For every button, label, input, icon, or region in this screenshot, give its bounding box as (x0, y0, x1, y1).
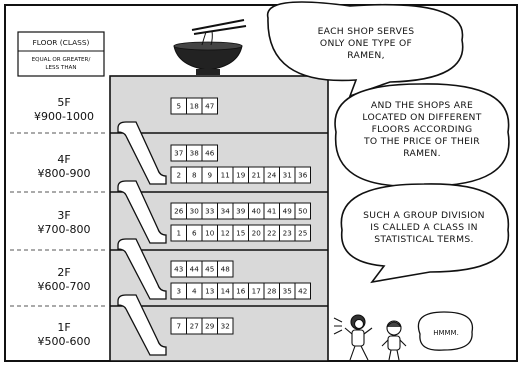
shop-number: 23 (283, 229, 292, 238)
shop-number: 36 (298, 171, 308, 180)
shop-number: 34 (221, 207, 231, 216)
floor-label-2f: 2F (57, 266, 70, 279)
bubble-middle-line5: RAMEN. (403, 148, 441, 159)
shop-number: 48 (221, 265, 231, 274)
shop-number: 21 (252, 171, 261, 180)
shop-number: 35 (283, 287, 292, 296)
shop-number: 14 (221, 287, 231, 296)
bubble-top-line3: RAMEN, (347, 50, 385, 61)
shop-number: 33 (205, 207, 214, 216)
bubble-middle-line2: LOCATED ON DIFFERENT (362, 112, 481, 123)
bubble-small-text: HMMM. (433, 329, 459, 337)
shop-number: 13 (205, 287, 214, 296)
shop-number: 29 (205, 322, 215, 331)
shop-number: 31 (283, 171, 292, 180)
shop-number: 25 (298, 229, 307, 238)
shop-number: 11 (221, 171, 230, 180)
shop-number: 16 (236, 287, 246, 296)
shop-number: 32 (221, 322, 230, 331)
shop-number: 50 (298, 207, 308, 216)
shop-number: 38 (190, 149, 200, 158)
shop-number: 10 (205, 229, 215, 238)
shop-number: 7 (176, 322, 181, 331)
shop-number: 20 (252, 229, 262, 238)
floor-label-5f: 5F (57, 96, 70, 109)
shop-number: 24 (267, 171, 277, 180)
shop-number: 47 (205, 102, 214, 111)
legend-subtitle-line2: LESS THAN (45, 65, 76, 71)
bubble-bottom-line1: SUCH A GROUP DIVISION (363, 210, 485, 221)
bubble-bottom-line3: STATISTICAL TERMS. (374, 234, 473, 245)
shop-number: 2 (176, 171, 181, 180)
shop-number: 41 (267, 207, 276, 216)
shop-number: 44 (190, 265, 200, 274)
shop-number: 37 (174, 149, 183, 158)
legend-title: FLOOR (CLASS) (33, 38, 90, 47)
bubble-middle-line3: FLOORS ACCORDING (372, 124, 473, 135)
floor-price-2f: ¥600-700 (38, 280, 91, 293)
legend-box: FLOOR (CLASS) EQUAL OR GREATER/ LESS THA… (18, 32, 104, 76)
shop-number: 4 (192, 287, 197, 296)
bubble-top-line1: EACH SHOP SERVES (318, 26, 415, 37)
shop-number: 40 (252, 207, 262, 216)
shop-number: 8 (192, 171, 197, 180)
shop-number: 49 (283, 207, 293, 216)
shop-number: 43 (174, 265, 183, 274)
shop-number: 28 (267, 287, 277, 296)
floor-price-3f: ¥700-800 (38, 223, 91, 236)
floor-label-3f: 3F (57, 209, 70, 222)
shop-number: 18 (190, 102, 200, 111)
shop-number: 19 (236, 171, 246, 180)
shop-number: 39 (236, 207, 246, 216)
shop-number: 30 (190, 207, 200, 216)
bubble-top-line2: ONLY ONE TYPE OF (320, 38, 412, 49)
shop-number: 9 (207, 171, 212, 180)
shop-number: 17 (252, 287, 261, 296)
floor-price-5f: ¥900-1000 (34, 110, 94, 123)
shop-number: 15 (236, 229, 245, 238)
shop-number: 26 (174, 207, 184, 216)
shop-number: 45 (205, 265, 214, 274)
shop-number: 3 (176, 287, 181, 296)
speech-bubble-middle: AND THE SHOPS ARE LOCATED ON DIFFERENT F… (335, 84, 509, 186)
shop-number: 22 (267, 229, 276, 238)
floor-price-1f: ¥500-600 (38, 335, 91, 348)
shop-number: 42 (298, 287, 307, 296)
bubble-bottom-line2: IS CALLED A CLASS IN (370, 222, 478, 233)
floor-price-4f: ¥800-900 (38, 167, 91, 180)
shop-number: 46 (205, 149, 215, 158)
speech-bubble-small: HMMM. (418, 312, 472, 350)
shop-number: 5 (176, 102, 181, 111)
legend-subtitle-line1: EQUAL OR GREATER/ (32, 57, 91, 63)
shop-number: 1 (176, 229, 181, 238)
shop-number: 6 (192, 229, 197, 238)
bubble-middle-line4: TO THE PRICE OF THEIR (363, 136, 480, 147)
floor-label-1f: 1F (57, 321, 70, 334)
floor-label-4f: 4F (57, 153, 70, 166)
shop-number: 27 (190, 322, 199, 331)
bubble-middle-line1: AND THE SHOPS ARE (371, 100, 473, 111)
shop-number: 12 (221, 229, 230, 238)
